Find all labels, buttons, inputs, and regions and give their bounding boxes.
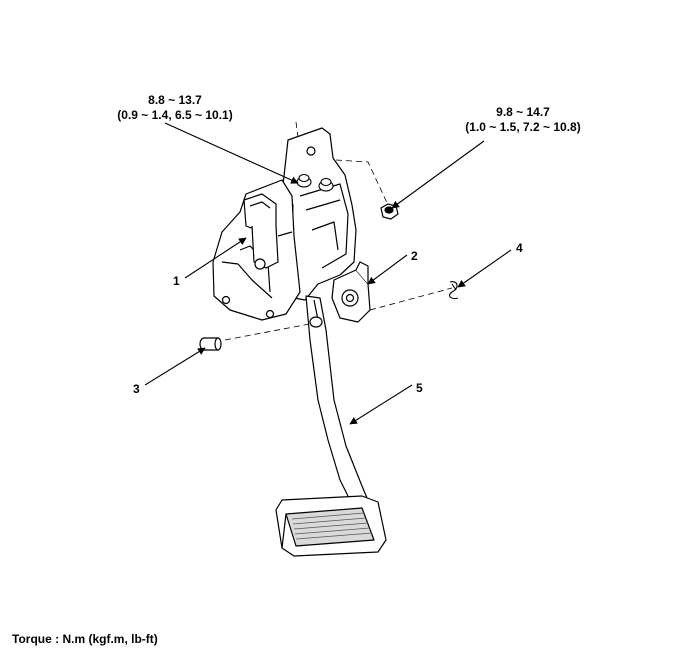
- callout-5: 5: [416, 381, 423, 395]
- nut-part: [380, 203, 399, 220]
- torque-converted: (0.9 ~ 1.4, 6.5 ~ 10.1): [117, 108, 233, 122]
- callout-2: 2: [411, 249, 418, 263]
- torque-units-legend: Torque : N.m (kgf.m, lb-ft): [12, 632, 158, 646]
- clevis-bracket: [331, 261, 371, 323]
- torque-converted: (1.0 ~ 1.5, 7.2 ~ 10.8): [465, 120, 581, 134]
- torque-value: 8.8 ~ 13.7: [148, 93, 202, 107]
- pedal-arm: [305, 295, 373, 511]
- pedal-pad: [275, 495, 387, 557]
- callout-3: 3: [133, 382, 140, 396]
- torque-spec-bracket-bolts: 8.8 ~ 13.7 (0.9 ~ 1.4, 6.5 ~ 10.1): [100, 93, 250, 123]
- snap-pin: [449, 281, 459, 300]
- clevis-pin: [199, 337, 222, 351]
- stop-lamp-switch: [243, 193, 293, 270]
- callout-4: 4: [516, 241, 523, 255]
- callout-1: 1: [173, 274, 180, 288]
- bracket-bolts: [296, 173, 334, 192]
- torque-spec-nut: 9.8 ~ 14.7 (1.0 ~ 1.5, 7.2 ~ 10.8): [448, 105, 598, 135]
- callout-arrows: [144, 122, 512, 425]
- torque-value: 9.8 ~ 14.7: [496, 105, 550, 119]
